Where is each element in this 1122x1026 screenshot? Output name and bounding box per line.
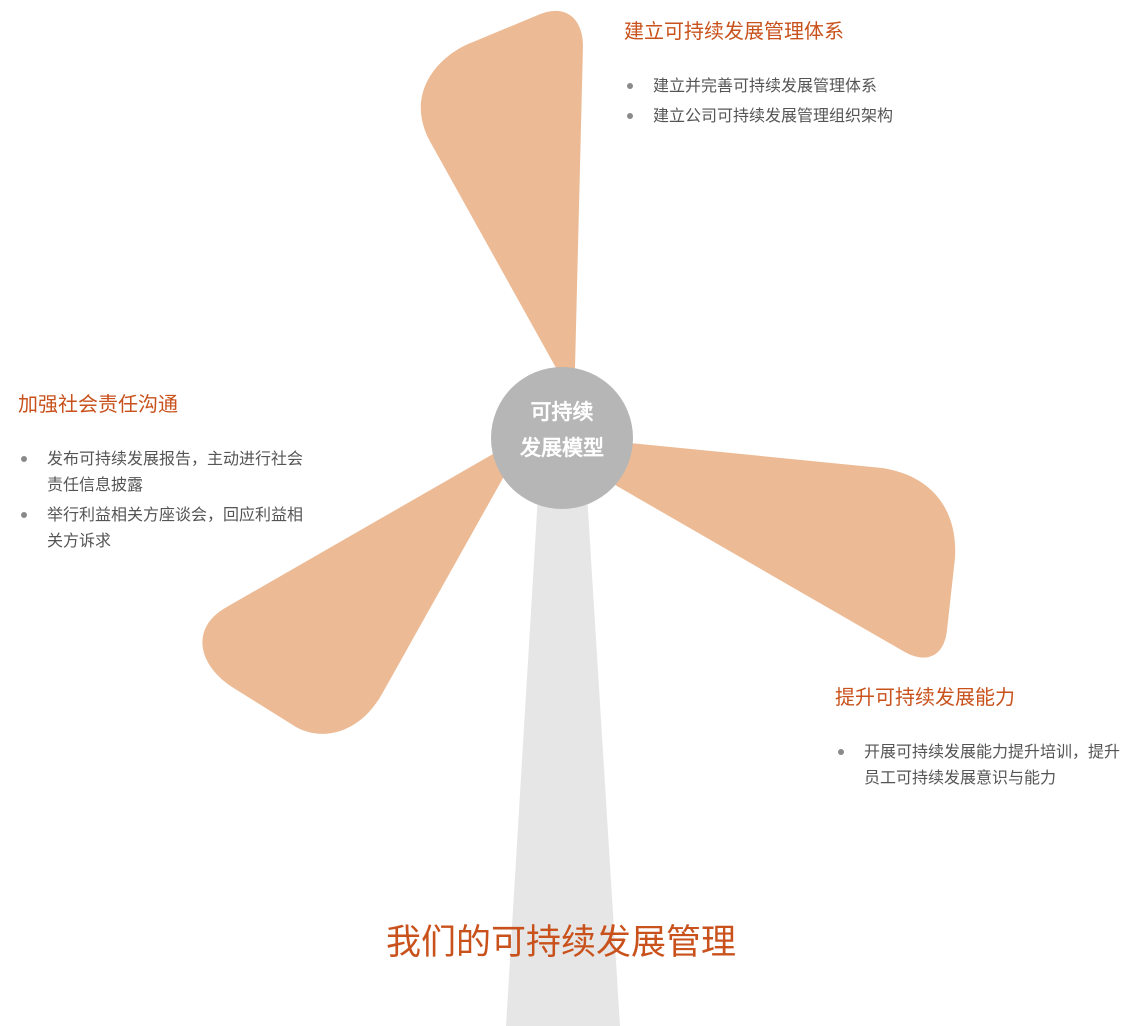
blade-top xyxy=(420,10,583,375)
blade-right xyxy=(600,440,956,658)
group-management-system: 建立可持续发展管理体系 建立并完善可持续发展管理体系 建立公司可持续发展管理组织… xyxy=(624,17,984,133)
list-item: 建立公司可持续发展管理组织架构 xyxy=(624,103,984,129)
hub-label: 可持续 发展模型 xyxy=(492,394,632,466)
windmill-tower xyxy=(506,462,620,1026)
list-item: 发布可持续发展报告，主动进行社会责任信息披露 xyxy=(18,446,318,498)
group-capability: 提升可持续发展能力 开展可持续发展能力提升培训，提升员工可持续发展意识与能力 xyxy=(835,683,1122,795)
group-title: 加强社会责任沟通 xyxy=(18,392,178,416)
list-item: 举行利益相关方座谈会，回应利益相关方诉求 xyxy=(18,502,318,554)
list-item: 开展可持续发展能力提升培训，提升员工可持续发展意识与能力 xyxy=(835,739,1122,791)
list-item: 建立并完善可持续发展管理体系 xyxy=(624,73,984,99)
group-list: 发布可持续发展报告，主动进行社会责任信息披露 举行利益相关方座谈会，回应利益相关… xyxy=(18,446,318,554)
group-list: 建立并完善可持续发展管理体系 建立公司可持续发展管理组织架构 xyxy=(624,73,984,129)
hub-label-line2: 发展模型 xyxy=(520,436,604,460)
group-list: 开展可持续发展能力提升培训，提升员工可持续发展意识与能力 xyxy=(835,739,1122,791)
group-title: 建立可持续发展管理体系 xyxy=(624,19,844,43)
blade-left xyxy=(202,450,512,734)
page-title: 我们的可持续发展管理 xyxy=(385,923,736,963)
group-title: 提升可持续发展能力 xyxy=(835,685,1015,709)
hub-circle xyxy=(491,367,633,509)
hub-label-line1: 可持续 xyxy=(530,400,594,424)
group-communication: 加强社会责任沟通 发布可持续发展报告，主动进行社会责任信息披露 举行利益相关方座… xyxy=(18,390,318,558)
